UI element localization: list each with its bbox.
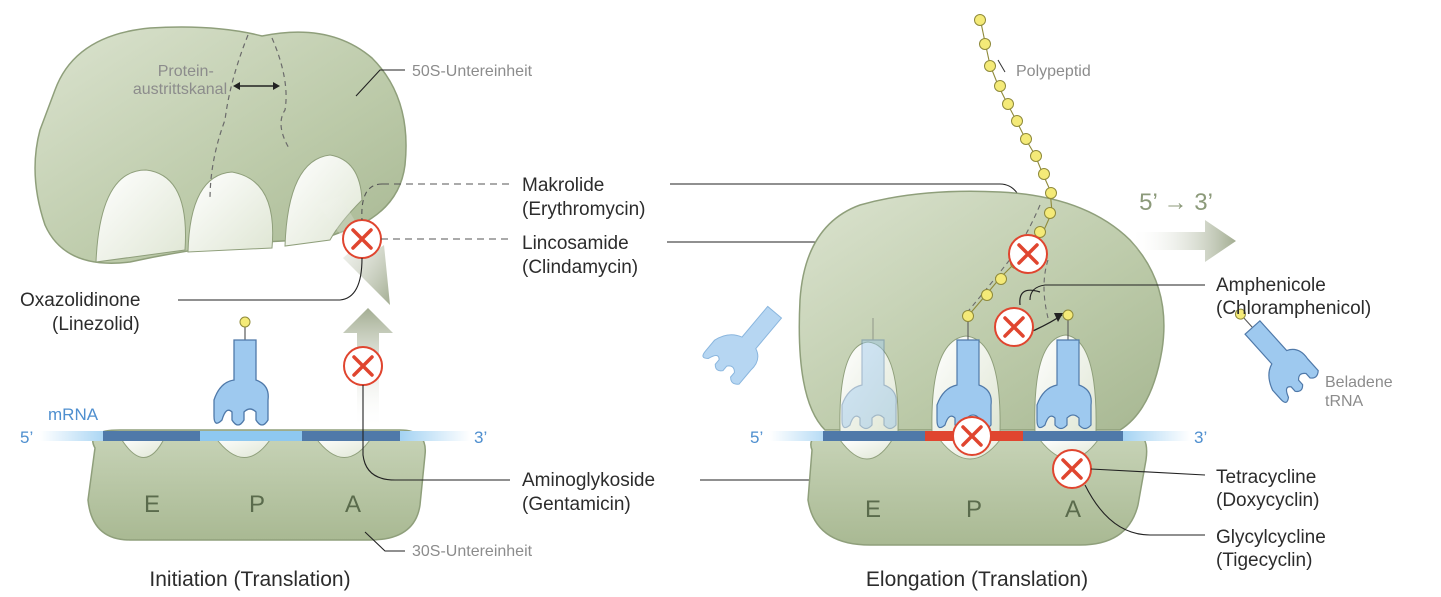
aminoglykoside-drug-label: (Gentamicin) <box>522 494 631 515</box>
elongation-panel: 5’ 3’ Beladene tRNA <box>702 14 1397 591</box>
inhibit-icon-aminoglykoside-right <box>952 416 992 456</box>
direction-arrow <box>1130 220 1236 262</box>
glycylcycline-drug-label: (Tigecyclin) <box>1216 550 1312 571</box>
five-prime-left: 5’ <box>20 428 33 447</box>
amphenicole-drug-label: (Chloramphenicol) <box>1216 298 1371 319</box>
three-prime-left: 3’ <box>474 428 487 447</box>
aminoglykoside-class-label: Aminoglykoside <box>522 470 655 491</box>
initiation-title: Initiation (Translation) <box>149 568 350 591</box>
elongation-title: Elongation (Translation) <box>866 568 1088 591</box>
makrolide-class-label: Makrolide <box>522 175 604 196</box>
tetracycline-drug-label: (Doxycyclin) <box>1216 490 1319 511</box>
lincosamide-drug-label: (Clindamycin) <box>522 257 638 278</box>
subunit-50s-label: 50S-Untereinheit <box>412 63 533 80</box>
polypeptide-chain <box>962 14 1057 322</box>
site-a-label-right: A <box>1065 496 1081 523</box>
amphenicole-class-label: Amphenicole <box>1216 275 1326 296</box>
trna-e-site <box>841 318 897 430</box>
three-prime-right: 3’ <box>1194 428 1207 447</box>
inhibit-icon-makrolide <box>1008 234 1048 274</box>
inhibit-icon-amphenicole <box>994 307 1034 347</box>
tetracycline-class-label: Tetracycline <box>1216 467 1316 488</box>
antibiotic-labels: Makrolide (Erythromycin) Lincosamide (Cl… <box>20 175 1029 515</box>
makrolide-drug-label: (Erythromycin) <box>522 199 646 220</box>
site-p-label-right: P <box>966 496 982 523</box>
subunit-30s-label: 30S-Untereinheit <box>412 543 533 560</box>
exit-channel-label: Protein- austrittskanal <box>133 63 227 98</box>
glycylcycline-class-label: Glycylcycline <box>1216 527 1326 548</box>
direction-label: 5’ → 3’ <box>1139 189 1213 216</box>
lincosamide-class-label: Lincosamide <box>522 233 629 254</box>
site-e-label: E <box>144 491 160 518</box>
oxazolidinone-class-label: Oxazolidinone <box>20 290 140 311</box>
trna-initiator <box>213 316 269 426</box>
inhibit-icon-aminoglykoside-left <box>343 346 383 386</box>
site-e-label-right: E <box>865 496 881 523</box>
site-a-label: A <box>345 491 361 518</box>
loaded-trna-label: Beladene tRNA <box>1325 374 1397 410</box>
initiation-panel: E P A mRNA 5’ 3’ Protein- austrittskanal… <box>20 26 533 591</box>
polypeptide-label: Polypeptid <box>1016 63 1091 80</box>
mrna-label: mRNA <box>48 405 99 424</box>
trna-leaving <box>702 305 783 385</box>
trna-a-site <box>1036 309 1092 430</box>
five-prime-right: 5’ <box>750 428 763 447</box>
inhibit-icon-tetracycline <box>1052 449 1092 489</box>
trna-loaded-incoming <box>1234 308 1319 403</box>
oxazolidinone-drug-label: (Linezolid) <box>52 314 140 335</box>
inhibit-icon-lincosamide <box>342 219 382 259</box>
site-p-label: P <box>249 491 265 518</box>
